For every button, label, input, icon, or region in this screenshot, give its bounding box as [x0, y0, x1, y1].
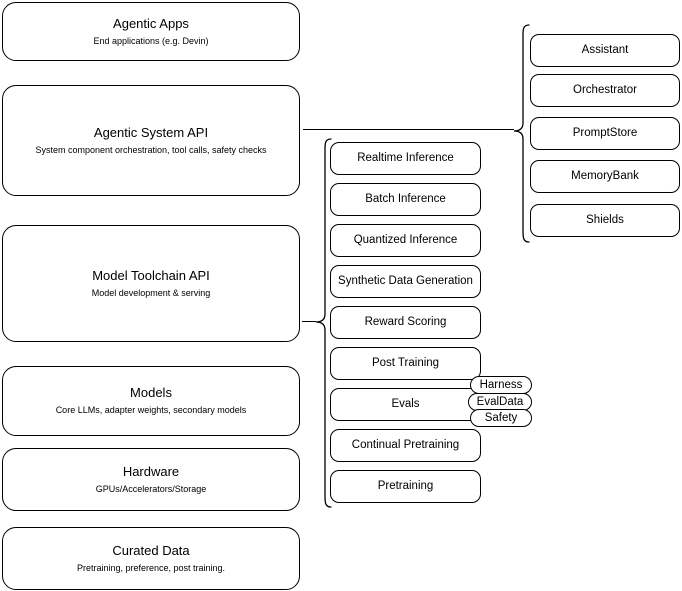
- chip-orchestrator[interactable]: Orchestrator: [530, 74, 680, 107]
- layer-hardware[interactable]: Hardware GPUs/Accelerators/Storage: [2, 448, 300, 511]
- chip-realtime-inference[interactable]: Realtime Inference: [330, 142, 481, 175]
- layer-models[interactable]: Models Core LLMs, adapter weights, secon…: [2, 366, 300, 436]
- chip-pretraining[interactable]: Pretraining: [330, 470, 481, 503]
- chip-synthetic-data-generation[interactable]: Synthetic Data Generation: [330, 265, 481, 298]
- brace-agentic-system: [512, 24, 530, 248]
- layer-subtitle: Pretraining, preference, post training.: [76, 562, 226, 573]
- pill-safety[interactable]: Safety: [470, 409, 532, 427]
- chip-evals[interactable]: Evals: [330, 388, 481, 421]
- chip-batch-inference[interactable]: Batch Inference: [330, 183, 481, 216]
- layer-curated-data[interactable]: Curated Data Pretraining, preference, po…: [2, 527, 300, 590]
- pill-harness[interactable]: Harness: [470, 376, 532, 394]
- brace-model-toolchain: [312, 138, 332, 514]
- layer-subtitle: Core LLMs, adapter weights, secondary mo…: [55, 405, 247, 415]
- layer-subtitle: System component orchestration, tool cal…: [35, 144, 267, 155]
- chip-assistant[interactable]: Assistant: [530, 34, 680, 67]
- chip-continual-pretraining[interactable]: Continual Pretraining: [330, 429, 481, 462]
- layer-title: Hardware: [122, 463, 180, 479]
- chip-post-training[interactable]: Post Training: [330, 347, 481, 380]
- layer-title: Agentic Apps: [113, 15, 189, 31]
- connector-agentic-system-api-to-components: [303, 129, 514, 130]
- chip-quantized-inference[interactable]: Quantized Inference: [330, 224, 481, 257]
- layer-title: Agentic System API: [93, 124, 209, 140]
- layer-model-toolchain-api[interactable]: Model Toolchain API Model development & …: [2, 225, 300, 342]
- chip-memorybank[interactable]: MemoryBank: [530, 160, 680, 193]
- chip-shields[interactable]: Shields: [530, 204, 680, 237]
- chip-reward-scoring[interactable]: Reward Scoring: [330, 306, 481, 339]
- layer-title: Models: [130, 385, 172, 400]
- layer-subtitle: Model development & serving: [91, 287, 211, 298]
- layer-agentic-apps[interactable]: Agentic Apps End applications (e.g. Devi…: [2, 2, 300, 61]
- layer-subtitle: GPUs/Accelerators/Storage: [95, 483, 207, 494]
- chip-promptstore[interactable]: PromptStore: [530, 117, 680, 150]
- connector-model-toolchain-to-brace: [302, 321, 316, 322]
- layer-title: Curated Data: [112, 542, 190, 558]
- layer-subtitle: End applications (e.g. Devin): [93, 35, 209, 46]
- layer-title: Model Toolchain API: [92, 267, 210, 283]
- layer-agentic-system-api[interactable]: Agentic System API System component orch…: [2, 85, 300, 196]
